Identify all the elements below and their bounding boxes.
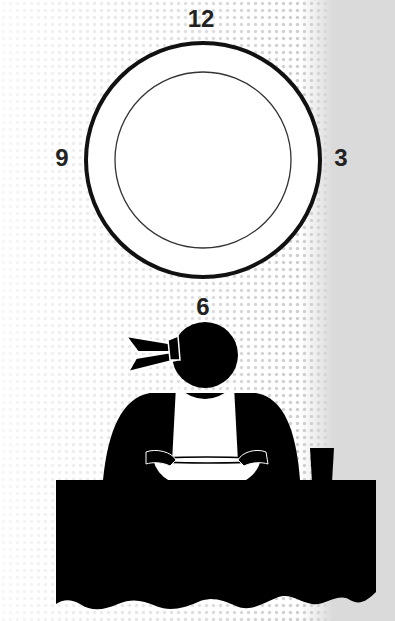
clock-number: 6 (196, 295, 209, 319)
bandana-knot (168, 336, 180, 360)
glass (310, 448, 334, 482)
bandana-tail (126, 336, 174, 352)
hand (238, 450, 268, 466)
hand (146, 450, 176, 466)
bib (172, 386, 238, 462)
clock-number: 12 (188, 7, 215, 31)
clock-number: 9 (55, 146, 68, 170)
plate-rim (86, 43, 320, 277)
tablecloth (56, 480, 376, 609)
plate-well (115, 72, 291, 248)
person-head (172, 322, 238, 388)
clock-number: 3 (334, 146, 347, 170)
